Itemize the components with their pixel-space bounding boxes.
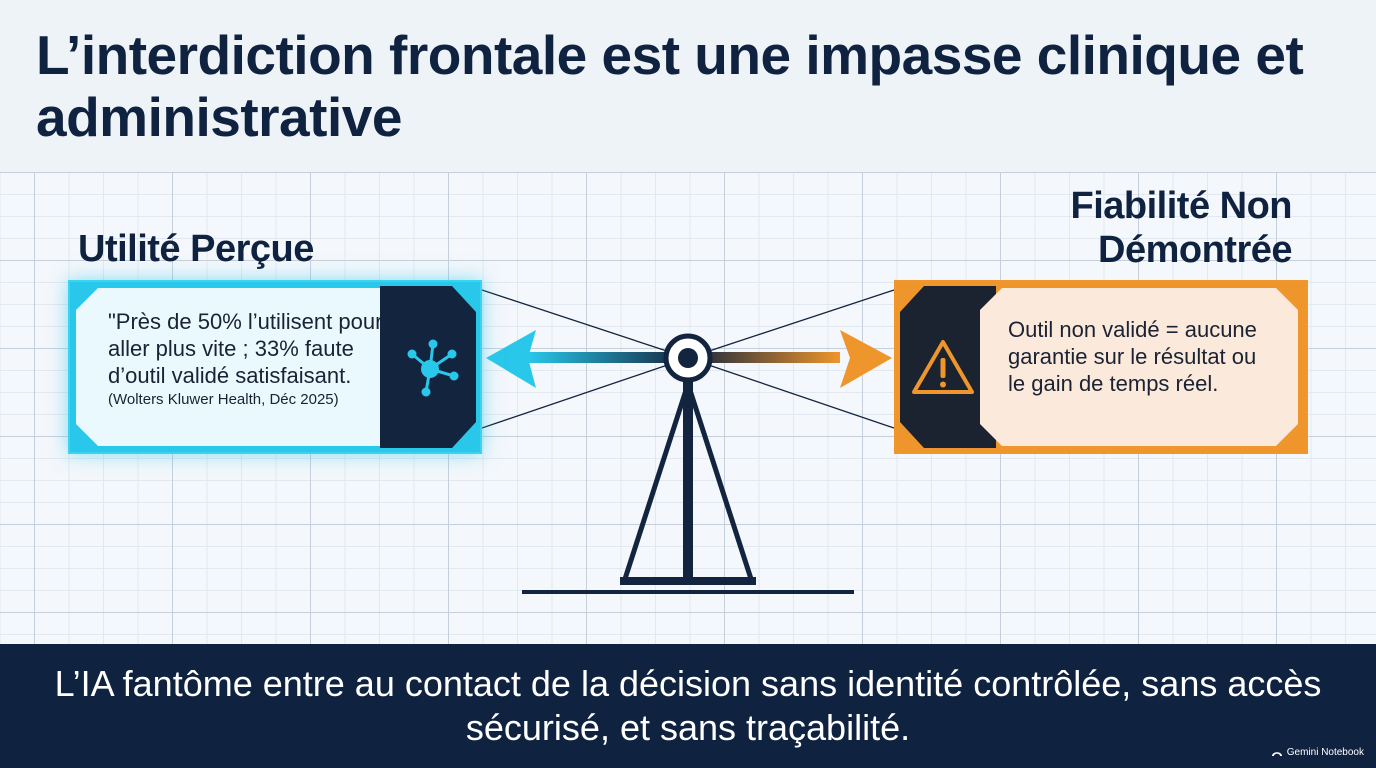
- left-card-text: "Près de 50% l’utilisent pour aller plus…: [108, 308, 398, 411]
- arrow-left-icon: [486, 330, 536, 388]
- scale-base-plate: [620, 577, 756, 585]
- watermark: Gemini Notebook: [1271, 747, 1364, 758]
- right-card: Outil non validé = aucune garantie sur l…: [894, 280, 1308, 454]
- right-card-body: [980, 288, 1298, 446]
- page-title: L’interdiction frontale est une impasse …: [36, 24, 1304, 148]
- footer-banner: L’IA fantôme entre au contact de la déci…: [0, 644, 1376, 768]
- footer-text: L’IA fantôme entre au contact de la déci…: [54, 663, 1322, 748]
- left-card-icon-panel: [380, 286, 476, 448]
- warning-triangle-icon: [912, 340, 974, 394]
- scale-strings: [481, 289, 895, 429]
- scale-base-line: [522, 590, 854, 594]
- right-card-text: Outil non validé = aucune garantie sur l…: [1008, 317, 1257, 396]
- scale-beam-left: [528, 352, 688, 363]
- left-card-body: [76, 288, 416, 446]
- watermark-text: Gemini Notebook: [1286, 747, 1364, 758]
- scale-beam-right: [688, 352, 840, 363]
- left-card: "Près de 50% l’utilisent pour aller plus…: [68, 280, 482, 454]
- notebook-logo-icon: [1271, 752, 1282, 756]
- arrow-right-icon: [840, 330, 892, 388]
- left-heading: Utilité Perçue: [78, 228, 314, 270]
- left-source: (Wolters Kluwer Health, Déc 2025): [108, 391, 339, 408]
- right-heading: Fiabilité Non Démontrée: [1070, 185, 1293, 271]
- left-quote: "Près de 50% l’utilisent pour aller plus…: [108, 309, 383, 388]
- scale-pole: [683, 372, 693, 582]
- network-hub-icon: [407, 339, 459, 397]
